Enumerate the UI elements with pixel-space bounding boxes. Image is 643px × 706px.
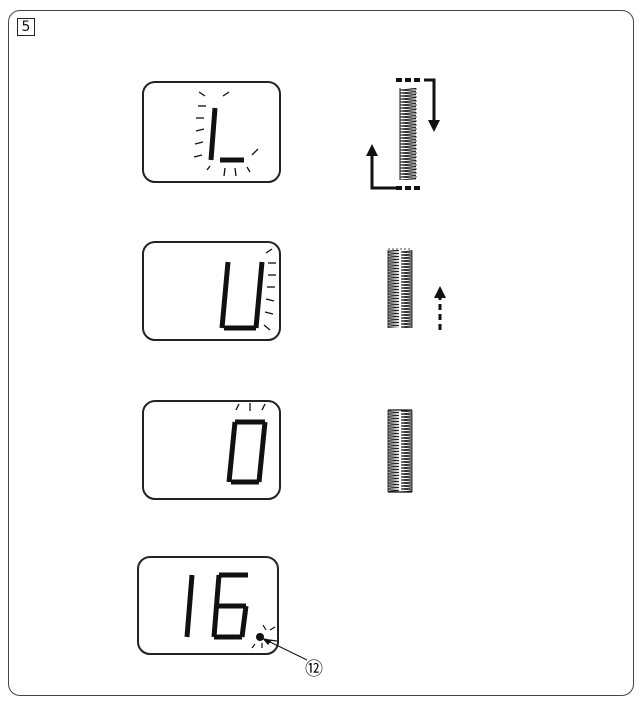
step-number-box: 5 [17,18,35,36]
arrow-up-icon [434,286,446,330]
blink-indicator-icon [263,248,276,331]
lcd-display-1 [142,81,281,183]
lcd-digit-u [219,261,265,331]
lcd-display-3 [142,400,281,500]
callout-label-12: ⑫ [305,659,323,680]
lcd-display-4 [137,556,279,655]
figure-frame [8,10,634,696]
blink-indicator-icon [251,624,278,649]
blink-indicator-icon [235,403,266,411]
callout-leader [262,638,308,661]
arrow-up-icon [370,154,396,190]
lcd-display-2 [142,241,281,341]
blink-indicator-icon [193,91,259,177]
lcd-digits-16 [184,572,249,640]
arrow-down-icon [424,78,436,122]
buttonhole-diagram-2 [387,248,446,330]
decimal-point-indicator [256,633,264,641]
lcd-digit-0 [226,419,268,485]
buttonhole-diagram-3 [387,409,413,493]
buttonhole-diagram-1 [366,78,440,190]
lcd-digit-l [208,107,244,163]
